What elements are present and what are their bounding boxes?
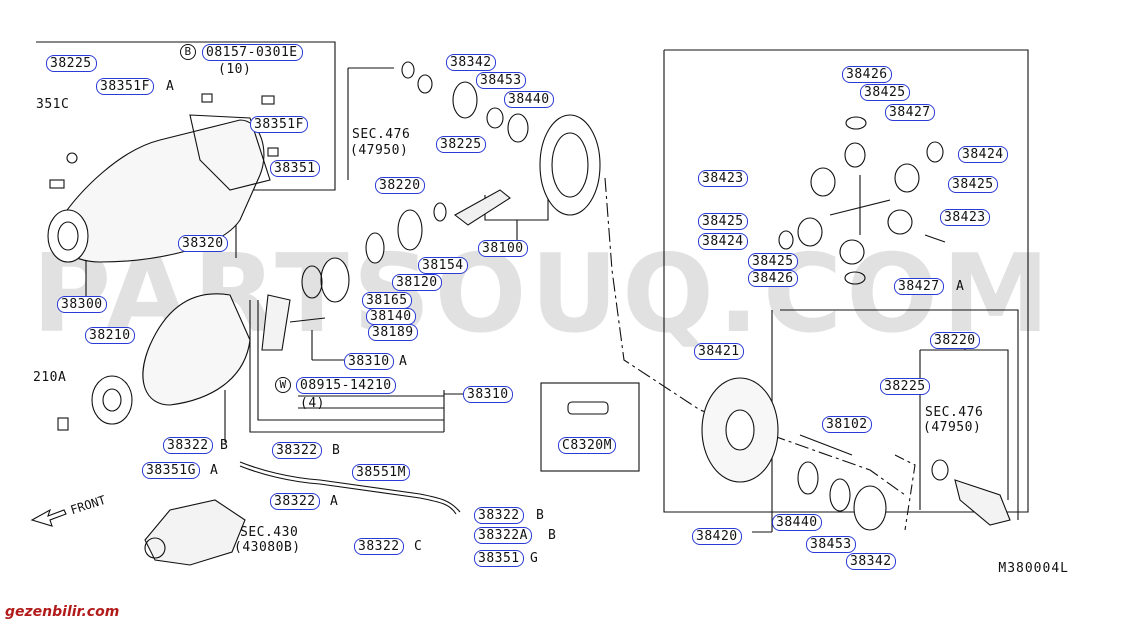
sec-476-note: SEC.476 xyxy=(352,127,411,142)
cut-label-351c: 351C xyxy=(36,97,70,112)
part-label-38351ga[interactable]: 38351G xyxy=(142,462,200,479)
bolt-w-quantity: (4) xyxy=(300,396,325,411)
part-label-38342[interactable]: 38342 xyxy=(446,54,496,71)
part-label-38225[interactable]: 38225 xyxy=(436,136,486,153)
part-label-38120[interactable]: 38120 xyxy=(392,274,442,291)
sec-476-note: SEC.476 xyxy=(925,405,984,420)
part-suffix-a: A xyxy=(399,354,408,369)
part-label-38426[interactable]: 38426 xyxy=(748,270,798,287)
part-suffix-b: B xyxy=(536,508,545,523)
part-label-38425[interactable]: 38425 xyxy=(748,253,798,270)
part-label-38322b[interactable]: 38322 xyxy=(163,437,213,454)
sec-430-code: (43080B) xyxy=(234,540,301,555)
part-suffix-a: A xyxy=(210,463,219,478)
brand-watermark: gezenbilir.com xyxy=(5,604,120,620)
part-label-38322c[interactable]: 38322 xyxy=(354,538,404,555)
sec-476-code: (47950) xyxy=(923,420,982,435)
diagram-code: M380004L xyxy=(998,561,1069,576)
part-label-c8320m[interactable]: C8320M xyxy=(558,437,616,454)
part-label-38210[interactable]: 38210 xyxy=(85,327,135,344)
bolt-b-callout: B xyxy=(180,44,198,60)
part-label-38100[interactable]: 38100 xyxy=(478,240,528,257)
part-label-38220[interactable]: 38220 xyxy=(375,177,425,194)
part-label-38342[interactable]: 38342 xyxy=(846,553,896,570)
part-label-38220[interactable]: 38220 xyxy=(930,332,980,349)
part-suffix-b: B xyxy=(548,528,557,543)
part-label-38424[interactable]: 38424 xyxy=(958,146,1008,163)
part-label-38310a[interactable]: 38310 xyxy=(344,353,394,370)
part-label-38427a[interactable]: 38427 xyxy=(894,278,944,295)
part-label-38453[interactable]: 38453 xyxy=(476,72,526,89)
part-suffix-a: A xyxy=(166,79,175,94)
part-label-38424[interactable]: 38424 xyxy=(698,233,748,250)
part-label-38154[interactable]: 38154 xyxy=(418,257,468,274)
part-label-38351[interactable]: 38351 xyxy=(270,160,320,177)
part-label-38225[interactable]: 38225 xyxy=(46,55,97,72)
part-label-38351f[interactable]: 38351F xyxy=(96,78,154,95)
part-label-38322a[interactable]: 38322 xyxy=(270,493,320,510)
b-circle-mark: B xyxy=(180,44,196,60)
part-suffix-a: A xyxy=(330,494,339,509)
part-label-38310[interactable]: 38310 xyxy=(463,386,513,403)
part-label-38425[interactable]: 38425 xyxy=(860,84,910,101)
part-label-38440[interactable]: 38440 xyxy=(504,91,554,108)
part-label-38189[interactable]: 38189 xyxy=(368,324,418,341)
sec-476-code: (47950) xyxy=(350,143,409,158)
part-label-38225[interactable]: 38225 xyxy=(880,378,930,395)
part-suffix-b: B xyxy=(332,443,341,458)
part-label-38427[interactable]: 38427 xyxy=(885,104,935,121)
part-suffix-a: A xyxy=(956,279,965,294)
part-label-38420[interactable]: 38420 xyxy=(692,528,742,545)
cut-label-210a: 210A xyxy=(33,370,67,385)
part-label-38165[interactable]: 38165 xyxy=(362,292,412,309)
part-label-38102[interactable]: 38102 xyxy=(822,416,872,433)
part-suffix-b: B xyxy=(220,438,229,453)
part-label-38300[interactable]: 38300 xyxy=(57,296,107,313)
part-label-38440[interactable]: 38440 xyxy=(772,514,822,531)
part-label-38425[interactable]: 38425 xyxy=(698,213,748,230)
part-label-38351g[interactable]: 38351 xyxy=(474,550,524,567)
part-label-38426[interactable]: 38426 xyxy=(842,66,892,83)
part-label-08915-14210[interactable]: 08915-14210 xyxy=(296,377,396,394)
part-label-38551m[interactable]: 38551M xyxy=(352,464,410,481)
part-label-38140[interactable]: 38140 xyxy=(366,308,416,325)
part-label-38351f[interactable]: 38351F xyxy=(250,116,308,133)
part-label-38421[interactable]: 38421 xyxy=(694,343,744,360)
part-label-08157-0301e[interactable]: 08157-0301E xyxy=(202,44,303,61)
part-label-38320[interactable]: 38320 xyxy=(178,235,228,252)
bolt-b-quantity: (10) xyxy=(218,62,252,77)
part-label-38423[interactable]: 38423 xyxy=(698,170,748,187)
part-label-38453[interactable]: 38453 xyxy=(806,536,856,553)
part-label-38425[interactable]: 38425 xyxy=(948,176,998,193)
sec-430-note: SEC.430 xyxy=(240,525,299,540)
part-label-38423[interactable]: 38423 xyxy=(940,209,990,226)
part-suffix-g: G xyxy=(530,551,539,566)
part-label-38322b[interactable]: 38322 xyxy=(474,507,524,524)
part-label-38322b[interactable]: 38322 xyxy=(272,442,322,459)
w-circle-mark: W xyxy=(275,377,291,393)
bolt-w-callout: W xyxy=(275,377,293,393)
part-label-38322ab[interactable]: 38322A xyxy=(474,527,532,544)
part-suffix-c: C xyxy=(414,539,423,554)
